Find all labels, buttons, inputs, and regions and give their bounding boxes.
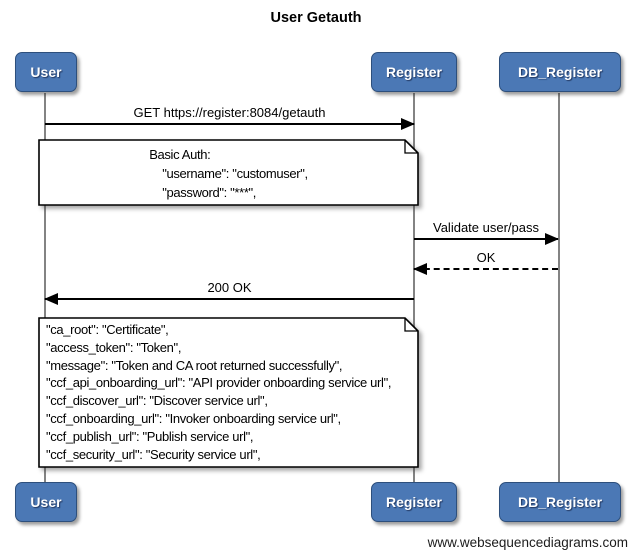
note-line: "ccf_discover_url": "Discover service ur… bbox=[46, 393, 268, 409]
diagram-title: User Getauth bbox=[270, 10, 362, 26]
note-line: "username": "customuser", bbox=[149, 166, 308, 181]
note-line: "ca_root": "Certificate", bbox=[46, 322, 169, 337]
note-line: "message": "Token and CA root returned s… bbox=[46, 357, 343, 373]
note-basic-auth-body: Basic Auth: "username": "customuser", "p… bbox=[46, 145, 411, 202]
actor-register-label: Register bbox=[385, 494, 443, 510]
message-get-getauth-line bbox=[45, 123, 414, 125]
actor-register-top: Register bbox=[371, 52, 457, 92]
note-line: "ccf_publish_url": "Publish service url"… bbox=[46, 428, 254, 444]
note-line: Basic Auth: bbox=[149, 147, 211, 162]
note-background bbox=[38, 317, 419, 468]
note-basic-auth: Basic Auth: "username": "customuser", "p… bbox=[38, 139, 419, 206]
actor-db-register-top: DB_Register bbox=[499, 52, 621, 92]
actor-user-label: User bbox=[30, 64, 62, 80]
lifeline-user bbox=[44, 93, 46, 482]
note-auth-response: "ca_root": "Certificate", "access_token"… bbox=[38, 317, 419, 468]
arrowhead-right-icon bbox=[545, 233, 559, 245]
message-get-getauth-label: GET https://register:8084/getauth bbox=[133, 105, 326, 120]
lifeline-register bbox=[413, 93, 415, 482]
message-validate-user-pass: Validate user/pass bbox=[414, 220, 559, 250]
note-fold-icon bbox=[404, 140, 418, 154]
actor-user-top: User bbox=[15, 52, 77, 92]
note-fold-icon bbox=[404, 318, 418, 332]
note-line: "password": "***", bbox=[149, 185, 257, 200]
actor-user-label: User bbox=[30, 494, 62, 510]
actor-db-register-label: DB_Register bbox=[517, 494, 603, 510]
message-get-getauth: GET https://register:8084/getauth bbox=[45, 105, 415, 135]
lifeline-db-register bbox=[558, 93, 560, 482]
note-line: "ccf_api_onboarding_url": "API provider … bbox=[46, 375, 392, 391]
message-ok-line bbox=[414, 268, 558, 270]
note-line: "ccf_onboarding_url": "Invoker onboardin… bbox=[46, 410, 341, 426]
actor-db-register-label: DB_Register bbox=[517, 64, 603, 80]
arrowhead-left-icon bbox=[44, 293, 58, 305]
note-line: "ccf_security_url": "Security service ur… bbox=[46, 446, 261, 462]
message-ok-return: OK bbox=[413, 250, 558, 280]
message-200-ok: 200 OK bbox=[44, 280, 414, 310]
actor-register-bottom: Register bbox=[371, 482, 457, 522]
arrowhead-right-icon bbox=[401, 118, 415, 130]
actor-register-label: Register bbox=[385, 64, 443, 80]
actor-db-register-bottom: DB_Register bbox=[499, 482, 621, 522]
note-paper-shape bbox=[38, 139, 419, 206]
note-background bbox=[38, 139, 419, 206]
note-auth-response-body: "ca_root": "Certificate", "access_token"… bbox=[46, 321, 411, 463]
message-ok-label: OK bbox=[476, 250, 496, 265]
note-paper-shape bbox=[38, 317, 419, 468]
message-200-ok-label: 200 OK bbox=[207, 280, 252, 295]
actor-user-bottom: User bbox=[15, 482, 77, 522]
watermark-websequencediagrams: www.websequencediagrams.com bbox=[427, 535, 628, 550]
message-validate-line bbox=[414, 238, 558, 240]
message-validate-label: Validate user/pass bbox=[433, 220, 539, 235]
message-200-ok-line bbox=[45, 298, 414, 300]
note-line: "access_token": "Token", bbox=[46, 339, 182, 355]
arrowhead-left-icon bbox=[413, 263, 427, 275]
